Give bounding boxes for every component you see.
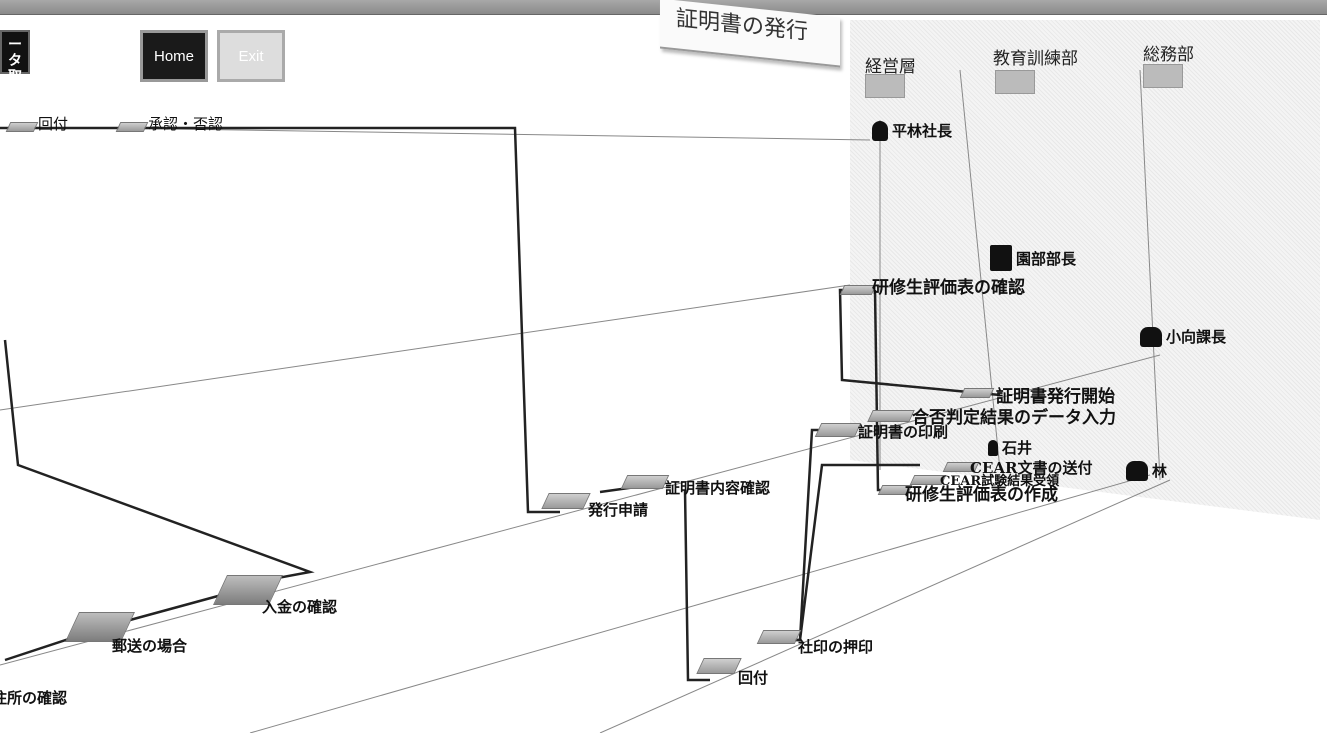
dept-management-marker: [865, 74, 905, 98]
dept-education-marker: [995, 70, 1035, 94]
dept-general-affairs-marker: [1143, 64, 1183, 88]
task-block-print-cert[interactable]: [815, 423, 862, 437]
task-block-issue-request[interactable]: [541, 493, 590, 509]
task-issue-request[interactable]: 発行申請: [588, 499, 648, 520]
task-block-start-issue[interactable]: [960, 388, 995, 398]
task-confirm-payment[interactable]: 入金の確認: [262, 596, 337, 617]
avatar-icon: [872, 121, 888, 141]
avatar-icon: [1126, 461, 1148, 481]
person-name: 平林社長: [892, 120, 952, 141]
person-dept-head[interactable]: 園部部長: [990, 245, 1076, 271]
dept-education: 教育訓練部: [993, 44, 1078, 69]
task-company-seal[interactable]: 社印の押印: [798, 636, 873, 657]
task-block-confirm-content[interactable]: [621, 475, 670, 489]
header-block-1: [6, 122, 39, 132]
person-ishii[interactable]: 石井: [988, 437, 1032, 458]
person-name: 園部部長: [1016, 248, 1076, 269]
exit-button[interactable]: Exit: [217, 30, 285, 82]
dept-general-affairs: 総務部: [1143, 40, 1194, 65]
task-block-circulate[interactable]: [696, 658, 741, 674]
task-block-review-eval[interactable]: [840, 285, 877, 295]
task-create-eval[interactable]: 研修生評価表の作成: [905, 480, 1058, 505]
header-approve: 承認・否認: [148, 113, 223, 134]
home-button[interactable]: Home: [140, 30, 208, 82]
avatar-icon: [1140, 327, 1162, 347]
person-hayashi[interactable]: 林: [1126, 460, 1167, 481]
task-review-eval[interactable]: 研修生評価表の確認: [872, 273, 1025, 298]
person-name: 林: [1152, 460, 1167, 481]
task-block-company-seal[interactable]: [757, 630, 802, 644]
task-confirm-address[interactable]: 住所の確認: [0, 687, 67, 708]
avatar-icon: [990, 245, 1012, 271]
header-circulate: 回付: [38, 113, 68, 134]
header-block-2: [116, 122, 149, 132]
data-button[interactable]: ータ 取: [0, 30, 30, 74]
person-president[interactable]: 平林社長: [872, 120, 952, 141]
task-confirm-content[interactable]: 証明書内容確認: [665, 477, 770, 498]
person-name: 石井: [1002, 437, 1032, 458]
task-circulate[interactable]: 回付: [738, 667, 768, 688]
task-by-mail[interactable]: 郵送の場合: [112, 635, 187, 656]
person-name: 小向課長: [1166, 326, 1226, 347]
person-section-chief[interactable]: 小向課長: [1140, 326, 1226, 347]
avatar-icon: [988, 440, 998, 456]
task-print-cert[interactable]: 証明書の印刷: [858, 421, 948, 442]
